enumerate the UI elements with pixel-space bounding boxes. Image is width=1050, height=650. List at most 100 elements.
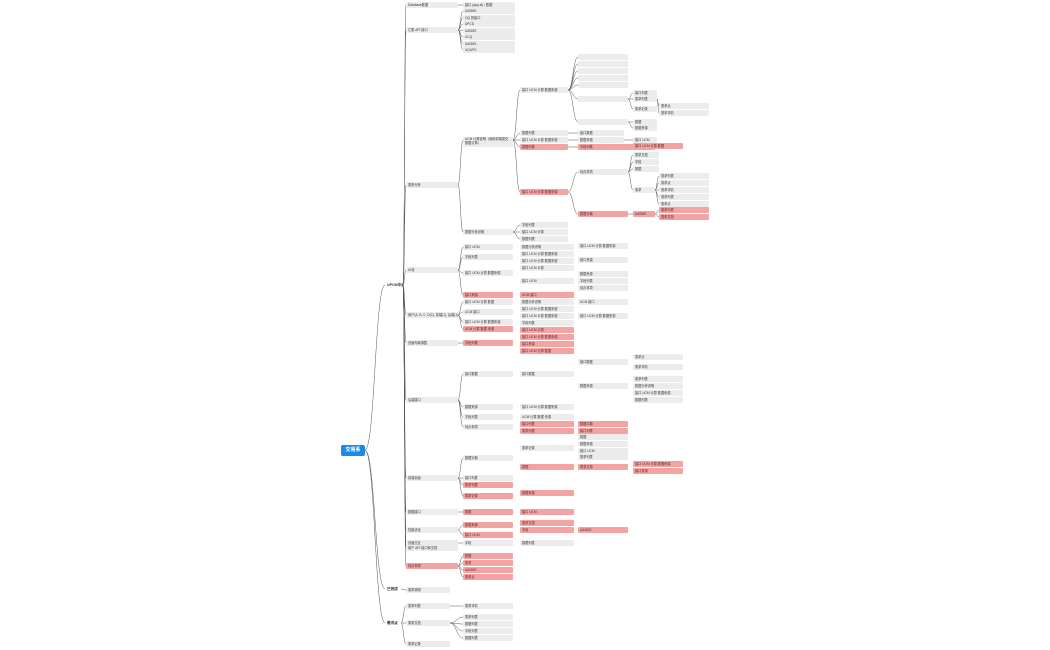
mindmap-node-s2-k8[interactable]: 数据来源 — [578, 383, 628, 389]
mindmap-node-a4[interactable]: UPCD — [463, 21, 515, 27]
mindmap-node-r6-5[interactable] — [578, 96, 628, 102]
mindmap-node-q2[interactable]: 数据分析说明 — [463, 229, 513, 235]
mindmap-node-u3-h22[interactable]: 接口 UCM — [520, 509, 574, 515]
mindmap-node-root[interactable]: 交易系 — [341, 444, 365, 456]
mindmap-node-u6-h24[interactable]: 字段 — [520, 527, 574, 533]
mindmap-node-q10-g29[interactable]: 数据列表 — [463, 635, 513, 641]
mindmap-node-r3-k25[interactable]: 接口 UCM 计算 数据 — [633, 143, 683, 149]
mindmap-node-r2-k1[interactable]: 接口来源 — [578, 257, 628, 263]
mindmap-node-l2-11[interactable]: 用户 API 接口和文档 — [406, 545, 458, 551]
mindmap-node-l2-14[interactable]: 需求列表 — [406, 603, 450, 609]
mindmap-node-q12-g1[interactable]: 字段列表 — [463, 254, 513, 260]
mindmap-node-r1-0[interactable] — [578, 54, 628, 60]
mindmap-node-u7[interactable]: 数据 — [633, 166, 659, 172]
mindmap-node-t5-g16[interactable]: 需求记录 — [463, 493, 513, 499]
mindmap-node-v1[interactable]: 需求点 — [659, 103, 709, 109]
mindmap-node-u5-k15[interactable]: 需求文档 — [578, 464, 628, 470]
mindmap-node-l2-13[interactable]: 需求说明 — [406, 587, 450, 593]
mindmap-node-q5-h8[interactable]: 接口 UCM 计算 数据来源 — [520, 313, 574, 319]
mindmap-node-v1-x4[interactable]: 需求点 — [659, 201, 709, 207]
mindmap-node-t5-h19[interactable]: 需求记录 — [520, 445, 574, 451]
mindmap-node-q5[interactable]: 接口 UCM 计算 数据来源 — [520, 137, 568, 143]
mindmap-node-t3-h17[interactable]: 接口列表 — [520, 421, 574, 427]
mindmap-node-u3-g19[interactable]: 接口 UCM — [463, 532, 513, 538]
mindmap-node-q1[interactable]: UCM 计算说明（使用前端提交数据计算） — [463, 137, 513, 147]
mindmap-node-u5-h23[interactable]: 需求文档 — [520, 520, 574, 526]
mindmap-node-q5-h2[interactable]: 接口 UCM 计算 数据来源 — [520, 258, 574, 264]
mindmap-node-t1-g12[interactable]: 待办事项 — [463, 424, 513, 430]
mindmap-node-t3-g14[interactable]: 接口列表 — [463, 475, 513, 481]
mindmap-node-r6-h16[interactable]: UCM 计算 数据 来源 — [520, 414, 574, 420]
mindmap-node-l2-1[interactable]: 汇集 API 接口 — [406, 27, 458, 33]
mindmap-node-u1-h20[interactable]: 数据 — [520, 464, 574, 470]
mindmap-node-r3-g4[interactable]: 接口 UCM 计算 数据 — [463, 299, 513, 305]
mindmap-node-u5[interactable]: 需求文档 — [633, 152, 659, 158]
mindmap-node-t1-k4[interactable]: 待办事项 — [578, 285, 628, 291]
mindmap-node-r3-h13[interactable]: 接口 UCM 计算 数据 — [520, 348, 574, 354]
mindmap-node-q9-h10[interactable]: 接口 UCM 计算 — [520, 327, 574, 333]
mindmap-node-a3[interactable]: OQ 的接口 — [463, 14, 515, 21]
mindmap-node-q4-g27[interactable]: 数据列表 — [463, 621, 513, 627]
mindmap-node-q8-g28[interactable]: 字段列表 — [463, 628, 513, 634]
mindmap-node-v2-g25[interactable]: 需求详情 — [463, 603, 513, 609]
mindmap-node-u2-h21[interactable]: 数据来源 — [520, 490, 574, 496]
mindmap-node-l2-4[interactable]: 用户(A, B, C, D(C), 前端(1), 后端(1), 组件(1), 其… — [406, 312, 458, 318]
mindmap-node-q9-h3[interactable]: 接口 UCM 计算 — [520, 265, 574, 271]
mindmap-node-a2[interactable]: UASMS — [463, 8, 515, 14]
mindmap-node-u4[interactable]: 需求列表 — [659, 207, 709, 213]
mindmap-node-b2[interactable]: 已完成 — [387, 587, 398, 591]
mindmap-node-r4-g5[interactable]: UCM 接口 — [463, 309, 513, 315]
mindmap-node-u2[interactable]: 数据来源 — [633, 125, 657, 131]
mindmap-node-r7-6[interactable] — [578, 119, 628, 125]
mindmap-node-s1-h14[interactable]: 接口数据 — [520, 371, 574, 377]
mindmap-node-l2-7[interactable]: 前端页面 — [406, 475, 458, 481]
mindmap-node-u1[interactable]: 数据 — [633, 119, 657, 125]
mindmap-node-s1-g9[interactable]: 接口数据 — [463, 371, 513, 377]
mindmap-node-s1-k7[interactable]: 接口数据 — [578, 359, 628, 365]
mindmap-node-q2-k20[interactable]: 数据分析说明 — [633, 383, 683, 389]
mindmap-node-t1[interactable]: 待办事项 — [578, 169, 628, 175]
mindmap-node-r1-k23[interactable]: 接口 UCM 计算 数据来源 — [633, 461, 683, 467]
mindmap-node-a5[interactable]: UASMS — [463, 27, 515, 34]
mindmap-node-l2-0[interactable]: Database数据 — [406, 2, 458, 8]
mindmap-node-t2-g13[interactable]: 数据字典 — [463, 455, 513, 461]
mindmap-node-s2[interactable]: 数据来源 — [578, 137, 624, 143]
mindmap-node-u2-k12[interactable]: 数据来源 — [578, 441, 628, 447]
mindmap-node-q9[interactable]: 接口 UCM 计算 — [520, 229, 568, 235]
mindmap-node-v1-g24[interactable]: 需求点 — [463, 574, 513, 580]
mindmap-node-q4[interactable]: 数据列表 — [520, 130, 568, 136]
mindmap-node-r2-k24[interactable]: 接口来源 — [633, 468, 683, 474]
mindmap-node-r2-g3[interactable]: 接口来源 — [463, 292, 513, 298]
mindmap-node-v3-x3[interactable]: 需求列表 — [659, 194, 709, 200]
mindmap-node-q3[interactable]: 接口 UCM 计算 数据来源 — [520, 87, 568, 93]
mindmap-node-u3-k13[interactable]: 接口 UCM — [578, 448, 628, 454]
mindmap-node-s2-g10[interactable]: 数据来源 — [463, 404, 513, 410]
mindmap-node-r5-4[interactable] — [578, 82, 628, 88]
mindmap-node-q10[interactable]: 数据列表 — [520, 236, 568, 242]
mindmap-node-a1[interactable]: 接口 (app-id) / 数据 — [463, 2, 515, 8]
mindmap-node-a8[interactable]: UQUPD — [463, 47, 515, 53]
mindmap-node-u1-g17[interactable]: 数据 — [463, 509, 513, 515]
mindmap-node-b1[interactable]: UPCM平台 — [387, 283, 403, 287]
mindmap-node-t5[interactable]: 需求记录 — [633, 106, 657, 112]
mindmap-node-s2-k2[interactable]: 数据来源 — [578, 271, 628, 277]
mindmap-node-t2[interactable]: 数据字典 — [578, 211, 628, 217]
mindmap-node-r5-k6[interactable]: 接口 UCM 计算 数据来源 — [578, 313, 628, 319]
mindmap-node-s1[interactable]: 接口数据 — [578, 130, 624, 136]
mindmap-node-q2-h6[interactable]: 数据分析说明 — [520, 299, 574, 305]
mindmap-node-q6-h25[interactable]: 数据列表 — [520, 540, 574, 546]
mindmap-node-l2-12[interactable]: 待办事项 — [406, 563, 458, 569]
mindmap-node-u1-k11[interactable]: 数据 — [578, 434, 628, 440]
mindmap-node-t2-k9[interactable]: 数据字典 — [578, 421, 628, 427]
mindmap-node-u6[interactable]: 字段 — [633, 159, 659, 165]
mindmap-node-u6-g20[interactable]: 字段 — [463, 540, 513, 546]
mindmap-node-s3-g11[interactable]: 字段列表 — [463, 414, 513, 420]
mindmap-node-l2-15[interactable]: 需求文档 — [406, 620, 450, 626]
mindmap-node-b3[interactable]: 需求点 — [387, 621, 398, 625]
mindmap-node-q4-k22[interactable]: 数据列表 — [633, 397, 683, 403]
mindmap-node-u8-g22[interactable]: 需求 — [463, 560, 513, 566]
mindmap-node-u3[interactable]: 接口 UCM — [633, 137, 657, 143]
mindmap-node-q3-h1[interactable]: 接口 UCM 计算 数据来源 — [520, 251, 574, 257]
mindmap-node-q2-h0[interactable]: 数据分析说明 — [520, 244, 574, 250]
mindmap-node-u5[interactable]: 需求文档 — [659, 214, 709, 220]
